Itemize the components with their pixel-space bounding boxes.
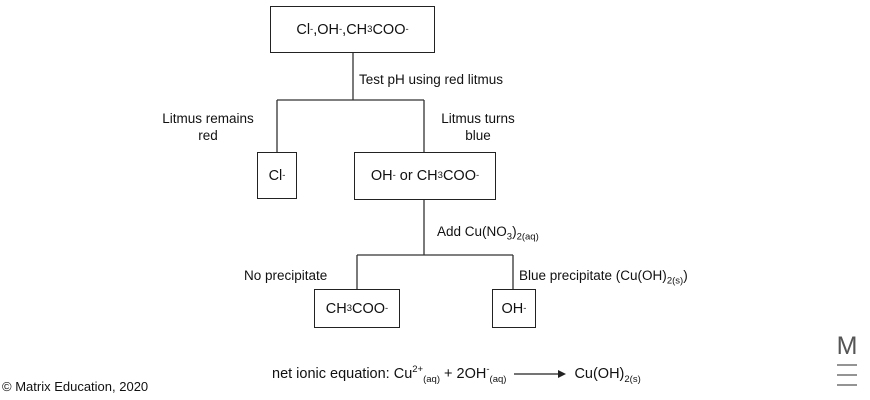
- hydroxide-box: OH-: [492, 289, 536, 328]
- reaction-arrow-icon: [514, 370, 567, 379]
- add-copper-nitrate-label: Add Cu(NO3)2(aq): [437, 224, 539, 243]
- net-ionic-equation: net ionic equation: Cu2+(aq) + 2OH-(aq)C…: [272, 364, 641, 385]
- svg-text:M: M: [837, 332, 858, 360]
- no-precipitate-label: No precipitate: [244, 268, 328, 283]
- copyright-text: © Matrix Education, 2020: [2, 379, 149, 394]
- litmus-turns-blue-label: Litmus turns blue: [441, 111, 515, 143]
- litmus-remains-red-label: Litmus remains red: [162, 111, 254, 143]
- matrix-logo-icon: M: [837, 332, 858, 386]
- test-ph-label: Test pH using red litmus: [359, 72, 504, 87]
- chloride-box: Cl-: [257, 152, 297, 199]
- blue-precipitate-label: Blue precipitate (Cu(OH)2(s)): [519, 268, 688, 287]
